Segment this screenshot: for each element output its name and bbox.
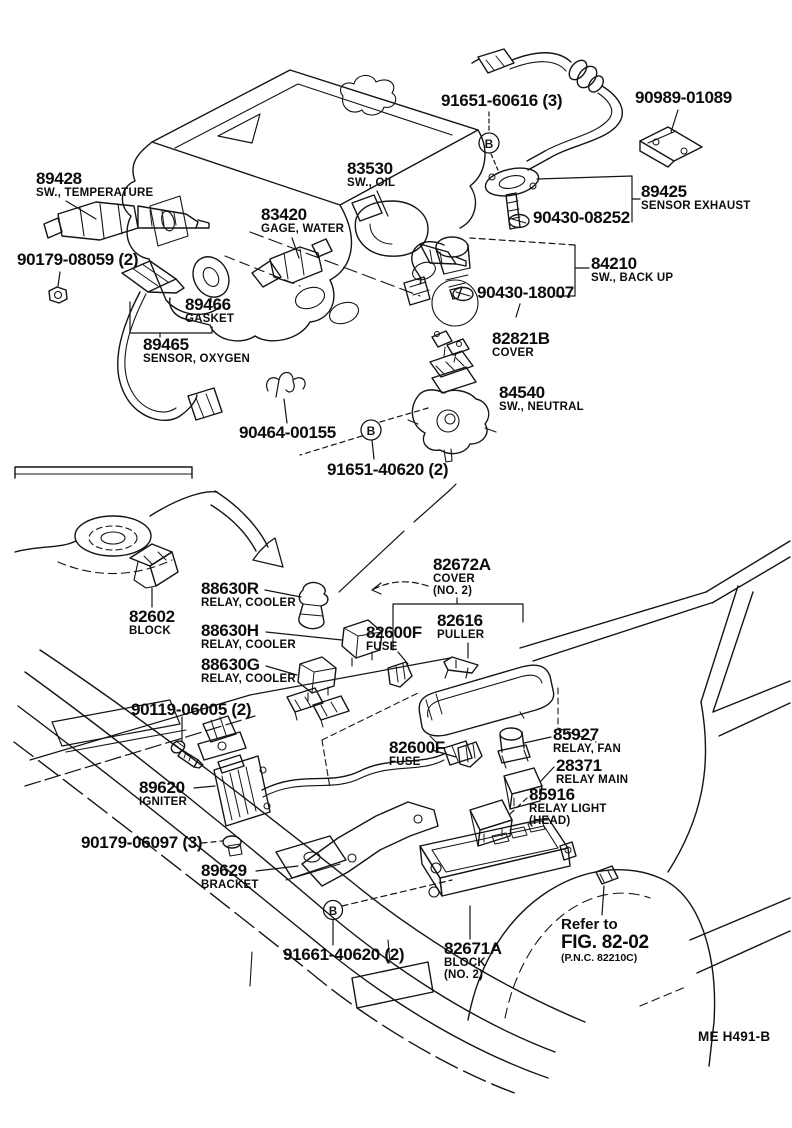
backup-switch-part (404, 237, 473, 305)
part-label-90430-18007: 90430-18007 (477, 283, 574, 302)
part-label-90430-08252: 90430-08252 (533, 208, 630, 227)
water-gage-part (252, 238, 332, 287)
circled-b-symbol: B (485, 137, 494, 151)
part-label-91651-40620: 91651-40620 (2) (327, 460, 449, 479)
part-label-90179-08059: 90179-08059 (2) (17, 250, 139, 269)
circled-b-symbol: B (329, 906, 337, 918)
fusebox-parts (388, 598, 554, 742)
bracket-part (202, 802, 438, 886)
cooler-relays-parts (265, 582, 382, 701)
nut-part (49, 272, 67, 303)
part-label-90464-00155: 90464-00155 (239, 423, 336, 442)
temperature-switch-part (44, 201, 209, 240)
igniter-part (194, 741, 472, 826)
car-body (14, 467, 790, 1095)
reference-note: Refer to FIG. 82-02 (P.N.C. 82210C) (561, 916, 649, 964)
engine-assembly (122, 70, 485, 341)
part-label-91651-60616: 91651-60616 (3) (441, 91, 563, 110)
block-82602-part (130, 544, 178, 607)
neutral-switch-part (408, 331, 496, 462)
part-label-90989-01089: 90989-01089 (635, 88, 732, 107)
part-label-90179-06097: 90179-06097 (3) (81, 833, 203, 852)
figure-code: ME H491-B (698, 1029, 771, 1044)
oil-switch-part (352, 191, 466, 266)
oxygen-sensor-part (118, 250, 236, 420)
exhaust-sensor-part: B (472, 49, 702, 229)
part-label-90119-06005: 90119-06005 (2) (131, 700, 252, 719)
bolt-symbol-b2: B (300, 408, 428, 459)
circled-b-symbol: B (367, 424, 376, 438)
part-label-91661-40620: 91661-40620 (2) (283, 945, 405, 964)
leader-lines-upper (470, 238, 589, 317)
mount-small-parts (169, 688, 349, 768)
relay-block-part: B (324, 818, 577, 945)
misc-parts (322, 688, 618, 915)
wire-clip-part (267, 373, 306, 424)
